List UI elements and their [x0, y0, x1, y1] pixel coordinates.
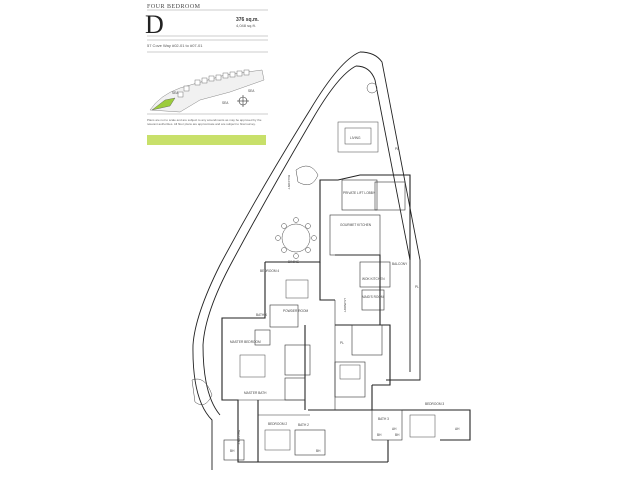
- bed-3: [409, 414, 436, 438]
- outer-boundary: [192, 51, 421, 470]
- label-dining: DINING: [288, 260, 300, 264]
- area-sqft: 4,048 sq.ft.: [236, 23, 256, 28]
- lounge-chair: [295, 165, 319, 186]
- label-bedroom2: BEDROOM 2: [268, 422, 287, 426]
- bed-4: [285, 279, 309, 299]
- label-balcony-right: BALCONY: [392, 262, 408, 266]
- island-counter: [339, 364, 361, 380]
- furniture: [191, 82, 436, 451]
- dining-table: [281, 223, 311, 253]
- label-bh-2: BH: [395, 433, 400, 437]
- label-wok-kitchen: WOK KITCHEN: [362, 277, 385, 281]
- label-pl-1: PL: [415, 285, 419, 289]
- label-bh-1: BH: [377, 433, 382, 437]
- label-maids-room: MAID'S ROOM: [362, 295, 384, 299]
- pool-mark: [366, 82, 378, 94]
- main-walls: [221, 174, 471, 463]
- label-pl-3: PL: [340, 341, 344, 345]
- unit-category: FOUR BEDROOM: [147, 4, 201, 10]
- room-labels: LIVING BALCONY PRIVATE LIFT LOBBY DINING…: [230, 136, 460, 453]
- label-ah-1: AH: [392, 427, 397, 431]
- label-master-bedroom: MASTER BEDROOM: [230, 340, 261, 344]
- living-sofa-set: [337, 121, 379, 153]
- label-private-lift-lobby: PRIVATE LIFT LOBBY: [343, 191, 376, 195]
- label-gourmet-kitchen: GOURMET KITCHEN: [340, 223, 372, 227]
- label-bedroom4: BEDROOM 4: [260, 269, 279, 273]
- label-balcony-left: BALCONY: [287, 175, 291, 189]
- label-bath4: BATH 4: [256, 313, 267, 317]
- keyplan-sea-left: SEA: [172, 91, 179, 95]
- north-arrow-icon: [237, 95, 249, 107]
- label-powder-room: POWDER ROOM: [283, 309, 308, 313]
- label-bh-3: BH: [230, 449, 235, 453]
- unit-numbers: 57 Cove Way #02-01 to #07-01: [147, 43, 203, 48]
- keyplan-sea-bottom: SEA: [248, 89, 255, 93]
- key-plan: SEA SEA SEA: [149, 69, 265, 113]
- label-bath3: BATH 3: [378, 417, 389, 421]
- bay-window: [191, 378, 213, 406]
- interior-walls: [222, 179, 406, 461]
- unit-type-letter: D: [145, 10, 164, 39]
- label-bh-4: BH: [316, 449, 321, 453]
- label-bath2: BATH 2: [298, 423, 309, 427]
- label-master-bath: MASTER BATH: [244, 391, 267, 395]
- master-bed: [239, 354, 266, 378]
- accent-band: [147, 135, 266, 145]
- bed-2: [264, 429, 291, 451]
- label-bedroom3: BEDROOM 3: [425, 402, 444, 406]
- dining-chairs: [275, 217, 317, 259]
- label-laundry: LAUNDRY: [343, 298, 347, 312]
- keyplan-highlight: [151, 97, 176, 111]
- keyplan-sea-right: SEA: [222, 101, 229, 105]
- label-ah-2: AH: [455, 427, 460, 431]
- label-balcony-bottom: BALCONY: [237, 430, 241, 444]
- header-rules: [147, 9, 268, 115]
- label-living: LIVING: [350, 136, 361, 140]
- disclaimer-text: Plans are not to scale and are subject t…: [147, 118, 262, 126]
- area-sqm: 376 sq.m.: [236, 17, 259, 23]
- label-pl-2: PL: [395, 147, 399, 151]
